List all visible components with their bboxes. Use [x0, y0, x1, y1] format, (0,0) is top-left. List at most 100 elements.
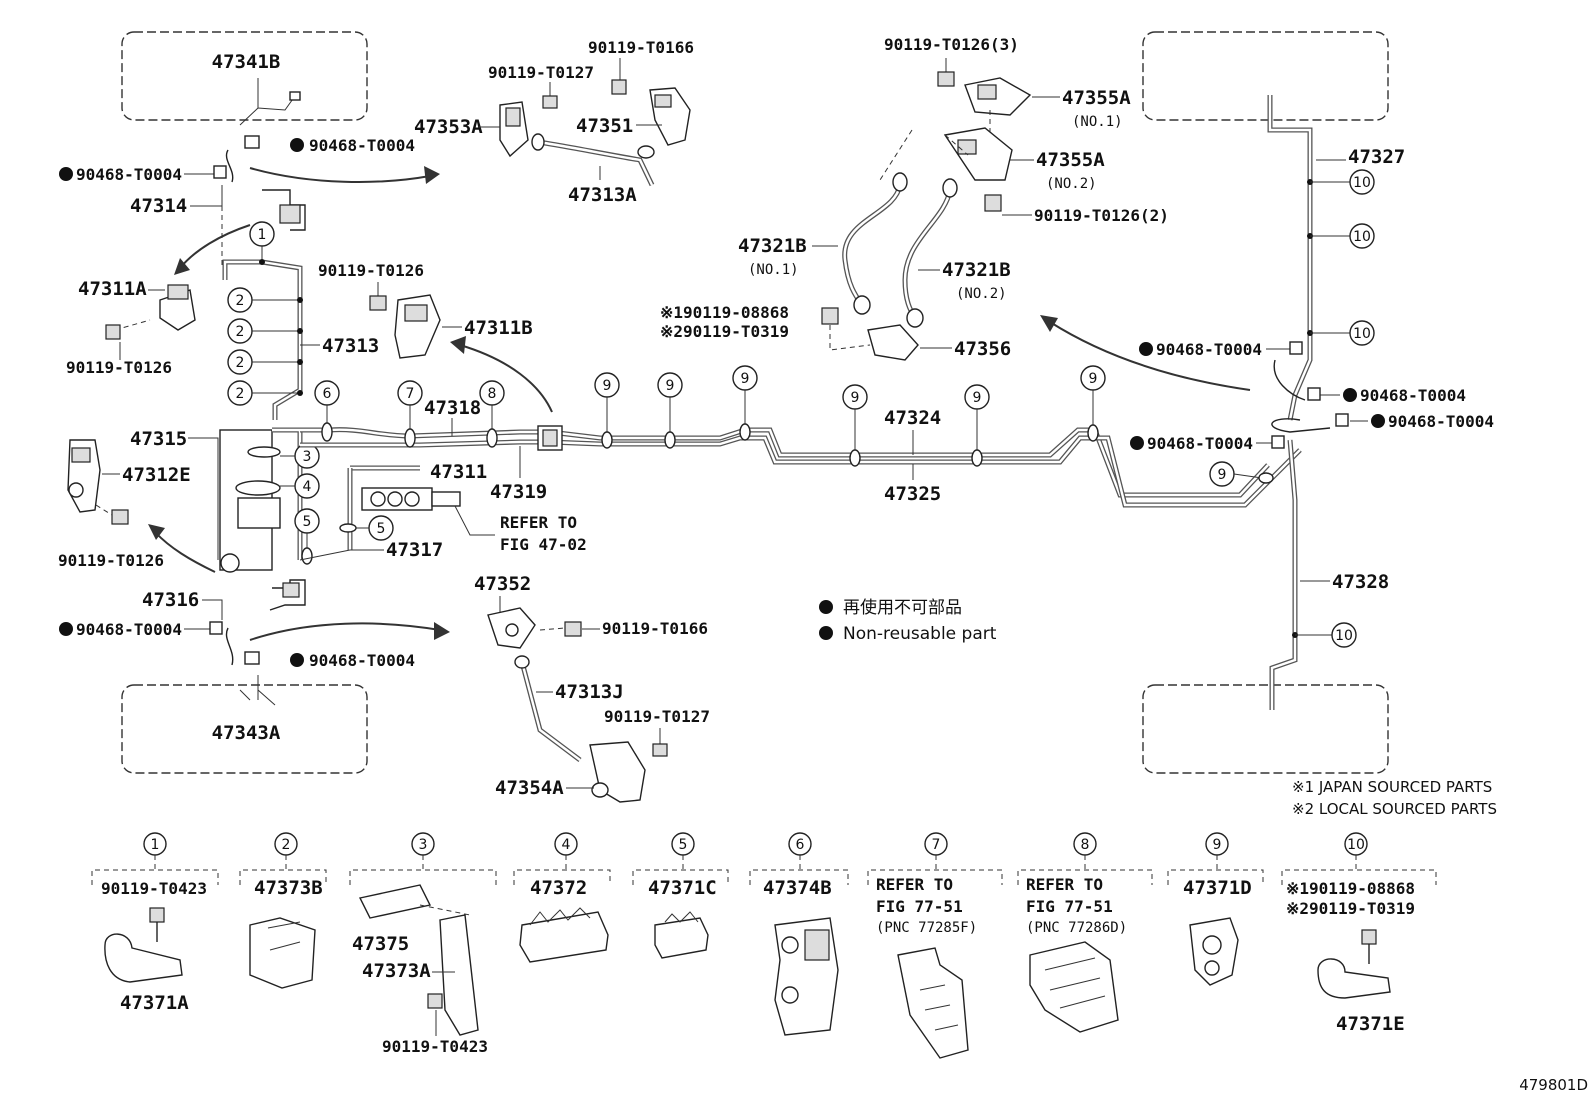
- label-47319: 47319: [490, 481, 547, 503]
- label-47375: 47375: [352, 933, 409, 955]
- label-90119-T0126: 90119-T0126: [58, 551, 164, 570]
- label-47355A: 47355A: [1036, 149, 1105, 171]
- label-47354A: 47354A: [495, 777, 564, 799]
- label-j2-90119-T0319: ※290119-T0319: [660, 322, 789, 341]
- label-90119-T0127: 90119-T0127: [604, 707, 710, 726]
- label-47374B: 47374B: [763, 877, 832, 899]
- label-90119-T0423: 90119-T0423: [382, 1037, 488, 1056]
- label-47313J: 47313J: [555, 681, 624, 703]
- label-90468-T0004: 90468-T0004: [1147, 434, 1253, 453]
- label-47311A: 47311A: [78, 278, 147, 300]
- label-47371D: 47371D: [1183, 877, 1252, 899]
- callout-9: 9: [973, 390, 982, 406]
- refer-to-text: REFER TO: [876, 875, 953, 894]
- label-90468-T0004: 90468-T0004: [309, 651, 415, 670]
- label-no1: (NO.1): [1072, 114, 1123, 130]
- label-90119-T0127: 90119-T0127: [488, 63, 594, 82]
- fig-reference-47-02: FIG 47-02: [500, 535, 587, 554]
- callout-9: 9: [1213, 837, 1222, 853]
- label-47313A: 47313A: [568, 184, 637, 206]
- front-right-wheel-area: [1142, 31, 1389, 121]
- callout-1: 1: [258, 227, 267, 243]
- callout-9: 9: [1218, 467, 1227, 483]
- callout-2: 2: [236, 355, 245, 371]
- callout-5: 5: [377, 521, 386, 537]
- label-47318: 47318: [424, 397, 481, 419]
- label-90468-T0004: 90468-T0004: [1388, 412, 1494, 431]
- rear-left-wheel-area: [121, 684, 368, 774]
- label-47313: 47313: [322, 335, 379, 357]
- callout-10: 10: [1335, 628, 1353, 644]
- callout-7: 7: [932, 837, 941, 853]
- label-47371E: 47371E: [1336, 1013, 1405, 1035]
- fig-reference-77-51: FIG 77-51: [876, 897, 963, 916]
- callout-10: 10: [1353, 229, 1371, 245]
- pnc-77285F: (PNC 77285F): [876, 920, 977, 936]
- label-47311B: 47311B: [464, 317, 533, 339]
- legend-jp: 再使用不可部品: [843, 597, 962, 618]
- label-90468-T0004: 90468-T0004: [1156, 340, 1262, 359]
- label-47372: 47372: [530, 877, 587, 899]
- label-47324: 47324: [884, 407, 941, 429]
- nonreusable-mark: [1130, 436, 1144, 450]
- callout-10: 10: [1347, 837, 1365, 853]
- callout-9: 9: [603, 378, 612, 394]
- figure-id: 479801D: [1519, 1076, 1588, 1094]
- label-47312E: 47312E: [122, 464, 191, 486]
- label-47317: 47317: [386, 539, 443, 561]
- callout-3: 3: [303, 449, 312, 465]
- label-no2: (NO.2): [1046, 176, 1097, 192]
- callout-2: 2: [236, 386, 245, 402]
- label-90468-T0004: 90468-T0004: [1360, 386, 1466, 405]
- label-47353A: 47353A: [414, 116, 483, 138]
- label-90119-T0166: 90119-T0166: [602, 619, 708, 638]
- label-j1-90119-08868: ※190119-08868: [1286, 879, 1415, 898]
- label-47343A: 47343A: [212, 722, 281, 744]
- nonreusable-mark: [1139, 342, 1153, 356]
- legend-dot: [819, 600, 833, 614]
- label-47314: 47314: [130, 195, 187, 217]
- note-japan-sourced: ※1 JAPAN SOURCED PARTS: [1292, 778, 1492, 796]
- label-no1: (NO.1): [748, 262, 799, 278]
- callout-5: 5: [679, 837, 688, 853]
- label-47311: 47311: [430, 461, 487, 483]
- label-47316: 47316: [142, 589, 199, 611]
- front-left-wheel-area: [121, 31, 368, 121]
- callout-3: 3: [419, 837, 428, 853]
- label-j2-90119-T0319: ※290119-T0319: [1286, 899, 1415, 918]
- callout-9: 9: [666, 378, 675, 394]
- callout-4: 4: [562, 837, 571, 853]
- callout-10: 10: [1353, 175, 1371, 191]
- callout-2: 2: [282, 837, 291, 853]
- callout-4: 4: [303, 479, 312, 495]
- label-90468-T0004: 90468-T0004: [309, 136, 415, 155]
- label-90468-T0004: 90468-T0004: [76, 165, 182, 184]
- pnc-77286D: (PNC 77286D): [1026, 920, 1127, 936]
- label-47341B: 47341B: [212, 51, 281, 73]
- label-47356: 47356: [954, 338, 1011, 360]
- label-47315: 47315: [130, 428, 187, 450]
- label-90119-T0126: 90119-T0126: [318, 261, 424, 280]
- label-90119-T0126: 90119-T0126: [66, 358, 172, 377]
- label-47371C: 47371C: [648, 877, 717, 899]
- label-47373B: 47373B: [254, 877, 323, 899]
- fig-reference-77-51: FIG 77-51: [1026, 897, 1113, 916]
- nonreusable-mark: [290, 653, 304, 667]
- rear-right-wheel-area: [1142, 684, 1389, 774]
- callout-2: 2: [236, 293, 245, 309]
- label-47321B: 47321B: [738, 235, 807, 257]
- label-47351: 47351: [576, 115, 633, 137]
- nonreusable-mark: [1343, 388, 1357, 402]
- callout-6: 6: [796, 837, 805, 853]
- callout-9: 9: [851, 390, 860, 406]
- refer-to-text: REFER TO: [1026, 875, 1103, 894]
- label-90468-T0004: 90468-T0004: [76, 620, 182, 639]
- nonreusable-mark: [1371, 414, 1385, 428]
- label-j1-90119-08868: ※190119-08868: [660, 303, 789, 322]
- label-47373A: 47373A: [362, 960, 431, 982]
- legend-en: Non-reusable part: [843, 624, 997, 644]
- label-47328: 47328: [1332, 571, 1389, 593]
- label-90119-T0126-3: 90119-T0126(3): [884, 35, 1019, 54]
- nonreusable-mark: [59, 622, 73, 636]
